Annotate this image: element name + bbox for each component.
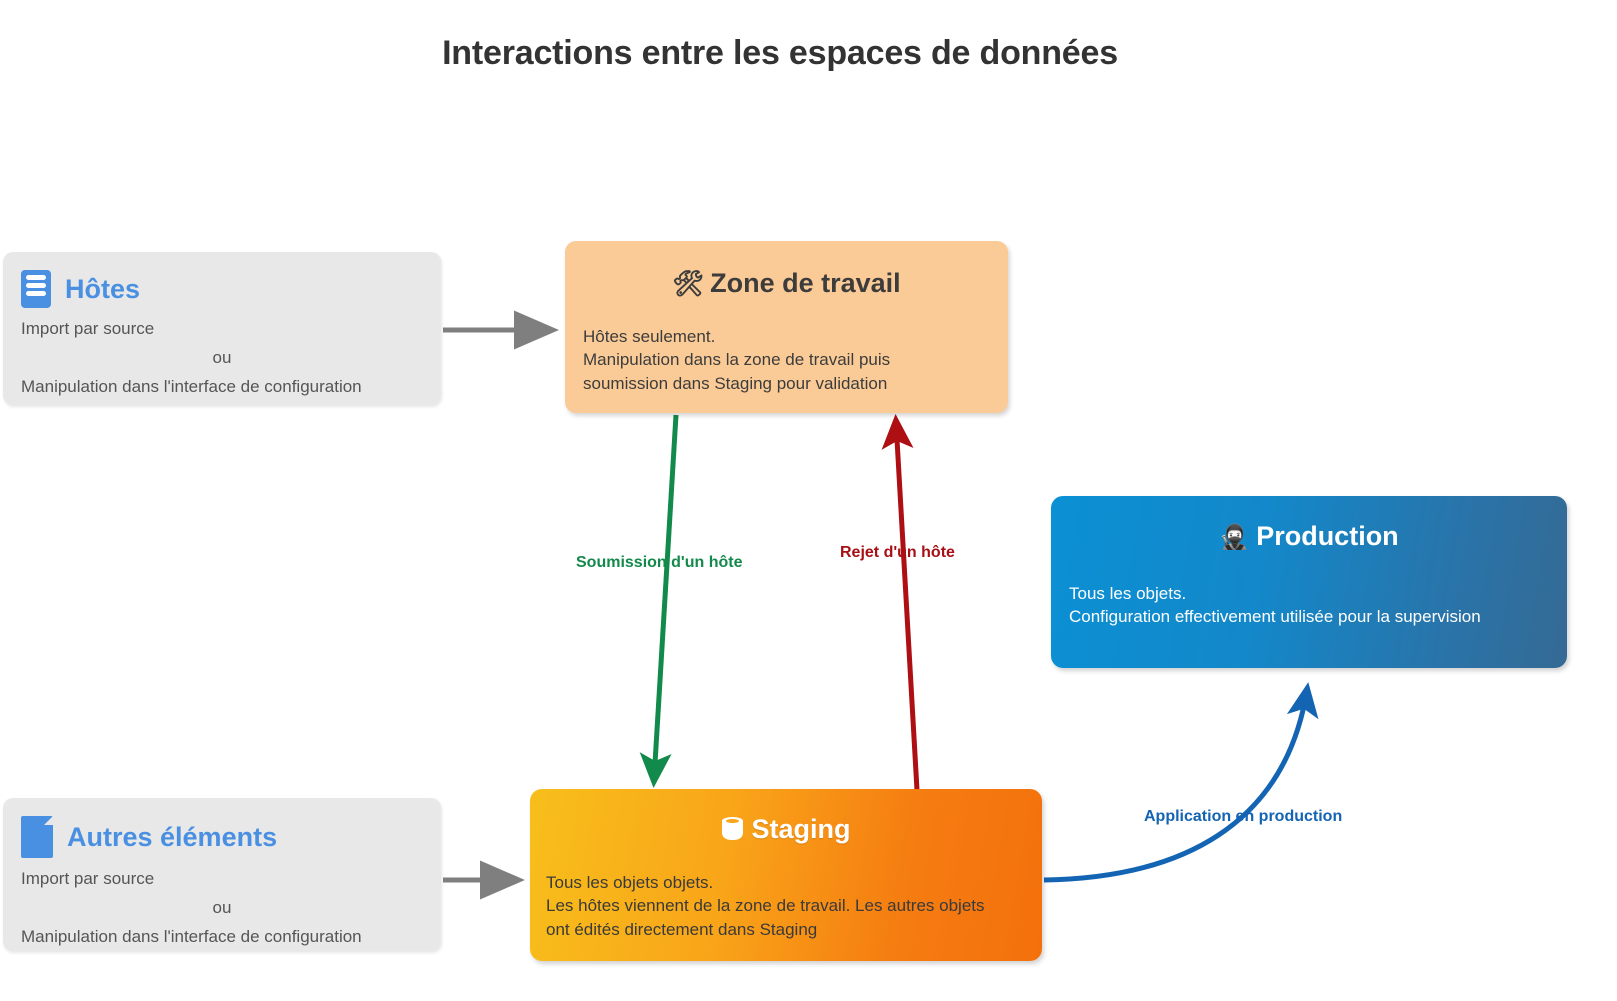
production-body-line-2: Configuration effectivement utilisée pou… bbox=[1069, 607, 1481, 627]
hosts-header: Hôtes bbox=[3, 252, 441, 308]
edge-label-reject: Rejet d'un hôte bbox=[840, 544, 955, 561]
other-elements-line-3: Manipulation dans l'interface de configu… bbox=[21, 927, 362, 947]
workspace-body: Hôtes seulement. Manipulation dans la zo… bbox=[565, 299, 1008, 395]
edge-label-apply-production: Application en production bbox=[1144, 808, 1343, 825]
page-title: Interactions entre les espaces de donnée… bbox=[442, 34, 1118, 72]
workspace-body-line-2: Manipulation dans la zone de travail pui… bbox=[583, 350, 891, 370]
edge-staging-to-production bbox=[1043, 682, 1319, 883]
workspace-body-line-3: soumission dans Staging pour validation bbox=[583, 373, 888, 393]
hosts-title: Hôtes bbox=[65, 273, 141, 304]
other-elements-line-2: ou bbox=[212, 898, 232, 918]
staging-body-line-2: Les hôtes viennent de la zone de travail… bbox=[546, 896, 985, 916]
node-staging[interactable]: Staging Tous les objets objets. Les hôte… bbox=[530, 789, 1042, 961]
node-hosts[interactable]: Hôtes Import par source ou Manipulation … bbox=[3, 252, 441, 405]
workspace-title-text: Zone de travail bbox=[710, 268, 901, 298]
server-rack-icon bbox=[21, 270, 51, 308]
hosts-line-3: Manipulation dans l'interface de configu… bbox=[21, 377, 362, 397]
edge-workspace-to-staging bbox=[639, 414, 679, 788]
edge-label-submission: Soumission d'un hôte bbox=[576, 554, 743, 571]
production-body-line-1: Tous les objets. bbox=[1069, 583, 1187, 603]
production-body: Tous les objets. Configuration effective… bbox=[1051, 552, 1567, 629]
hammer-and-wrench-icon: 🛠 bbox=[672, 270, 705, 298]
edge-staging-to-workspace bbox=[881, 414, 920, 791]
production-title-text: Production bbox=[1256, 521, 1399, 551]
ninja-icon: 🥷 bbox=[1219, 524, 1250, 551]
node-production[interactable]: 🥷Production Tous les objets. Configurati… bbox=[1051, 496, 1567, 668]
workspace-title: 🛠Zone de travail bbox=[565, 241, 1008, 299]
node-workspace[interactable]: 🛠Zone de travail Hôtes seulement. Manipu… bbox=[565, 241, 1008, 413]
other-elements-header: Autres éléments bbox=[3, 798, 441, 858]
other-elements-line-1: Import par source bbox=[21, 869, 155, 888]
document-icon bbox=[21, 816, 53, 858]
other-elements-body: Import par source ou Manipulation dans l… bbox=[3, 858, 441, 966]
staging-body: Tous les objets objets. Les hôtes vienne… bbox=[530, 845, 1042, 941]
hosts-body: Import par source ou Manipulation dans l… bbox=[3, 308, 441, 416]
database-icon bbox=[721, 817, 743, 842]
staging-body-line-3: ont édités directement dans Staging bbox=[546, 919, 818, 939]
node-other-elements[interactable]: Autres éléments Import par source ou Man… bbox=[3, 798, 441, 951]
workspace-body-line-1: Hôtes seulement. bbox=[583, 326, 716, 346]
staging-body-line-1: Tous les objets objets. bbox=[546, 872, 714, 892]
other-elements-title: Autres éléments bbox=[67, 821, 278, 852]
hosts-line-2: ou bbox=[212, 348, 232, 368]
staging-title-text: Staging bbox=[751, 814, 851, 844]
hosts-line-1: Import par source bbox=[21, 319, 155, 338]
staging-title: Staging bbox=[530, 789, 1042, 845]
production-title: 🥷Production bbox=[1051, 496, 1567, 552]
